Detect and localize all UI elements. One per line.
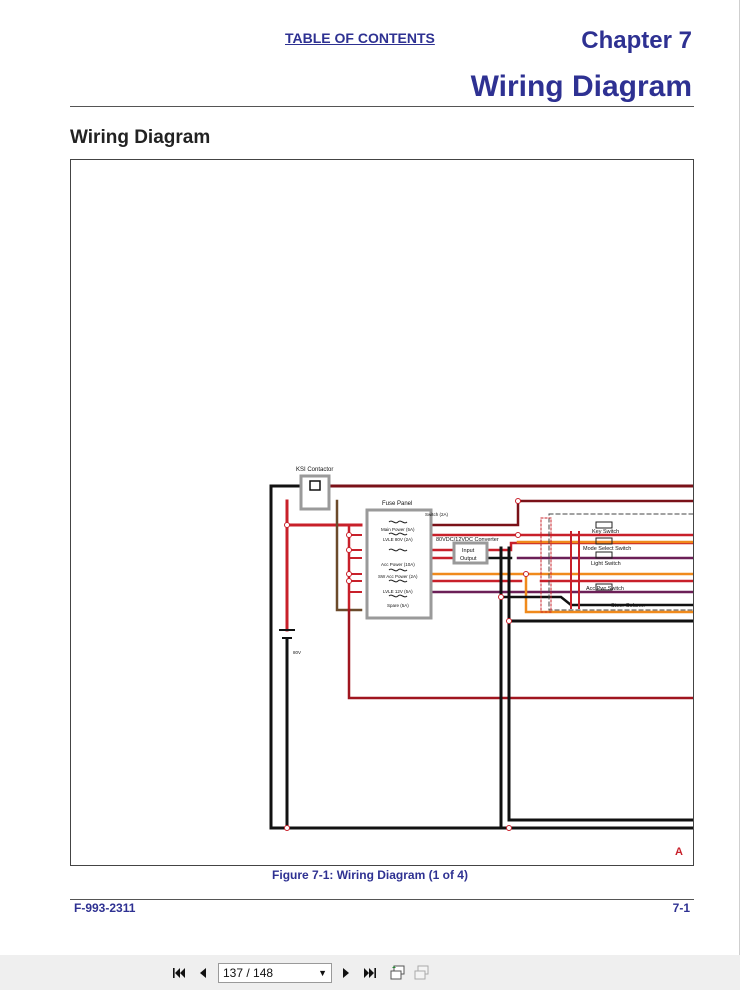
page-display: 137 / 148 [223,966,274,980]
svg-text:Acc Power (10A): Acc Power (10A) [381,562,415,567]
svg-text:Acc Pwr Switch: Acc Pwr Switch [586,586,624,592]
section-title: Wiring Diagram [70,127,211,148]
document-number: F-993-2311 [74,901,136,915]
svg-text:Key Switch: Key Switch [592,529,619,535]
figure-caption: Figure 7-1: Wiring Diagram (1 of 4) [272,868,468,882]
previous-page-icon[interactable] [194,964,212,982]
converter-box [452,541,489,565]
fuse-panel-label: Fuse Panel [382,501,412,507]
table-of-contents-link[interactable]: TABLE OF CONTENTS [285,30,435,46]
first-page-icon[interactable] [170,964,188,982]
page-number: 7-1 [672,901,690,915]
chapter-title: Wiring Diagram [470,70,692,103]
svg-text:SW Acc Power (2A): SW Acc Power (2A) [378,574,418,579]
go-forward-view-icon[interactable] [413,964,431,982]
sheet-letter: A [675,846,683,858]
ksi-contactor-box [299,474,331,511]
wire-brown [335,499,363,612]
chevron-down-icon: ▼ [318,968,327,978]
svg-text:Output: Output [460,556,477,562]
footer-divider [70,899,694,900]
svg-text:80V: 80V [293,650,301,655]
svg-text:Main Power (5A): Main Power (5A) [381,527,415,532]
next-page-icon[interactable] [337,964,355,982]
go-back-view-icon[interactable] [389,964,407,982]
wiring-diagram-figure: KSI Contactor Fuse Panel Switch (2A) Mai… [70,159,694,866]
svg-text:LVLE 12V (5A): LVLE 12V (5A) [383,589,413,594]
document-page: TABLE OF CONTENTS Chapter 7 Wiring Diagr… [0,0,740,955]
fuse-panel-box [365,508,433,620]
wiring-diagram-svg: KSI Contactor Fuse Panel Switch (2A) Mai… [269,467,693,858]
svg-text:Mode Select Switch: Mode Select Switch [583,546,631,552]
svg-text:LVLE 80V (2A): LVLE 80V (2A) [383,537,413,542]
wire-black-outer [269,484,693,830]
chapter-number: Chapter 7 [581,27,692,54]
page-number-select[interactable]: 137 / 148 ▼ [218,963,332,983]
svg-text:Light Switch: Light Switch [591,561,621,567]
svg-text:Input: Input [462,548,475,554]
svg-text:Switch (2A): Switch (2A) [425,512,449,517]
svg-text:Steer Column: Steer Column [611,603,645,609]
last-page-icon[interactable] [361,964,379,982]
pdf-viewer-toolbar: 137 / 148 ▼ [0,955,740,990]
ksi-contactor-label: KSI Contactor [296,467,333,473]
svg-text:Spare (5A): Spare (5A) [387,603,409,608]
header-divider [70,106,694,107]
wire-darkred-bottom [347,608,693,700]
battery-symbol [279,629,295,639]
converter-label: 80VDC/12VDC Converter [436,537,499,543]
